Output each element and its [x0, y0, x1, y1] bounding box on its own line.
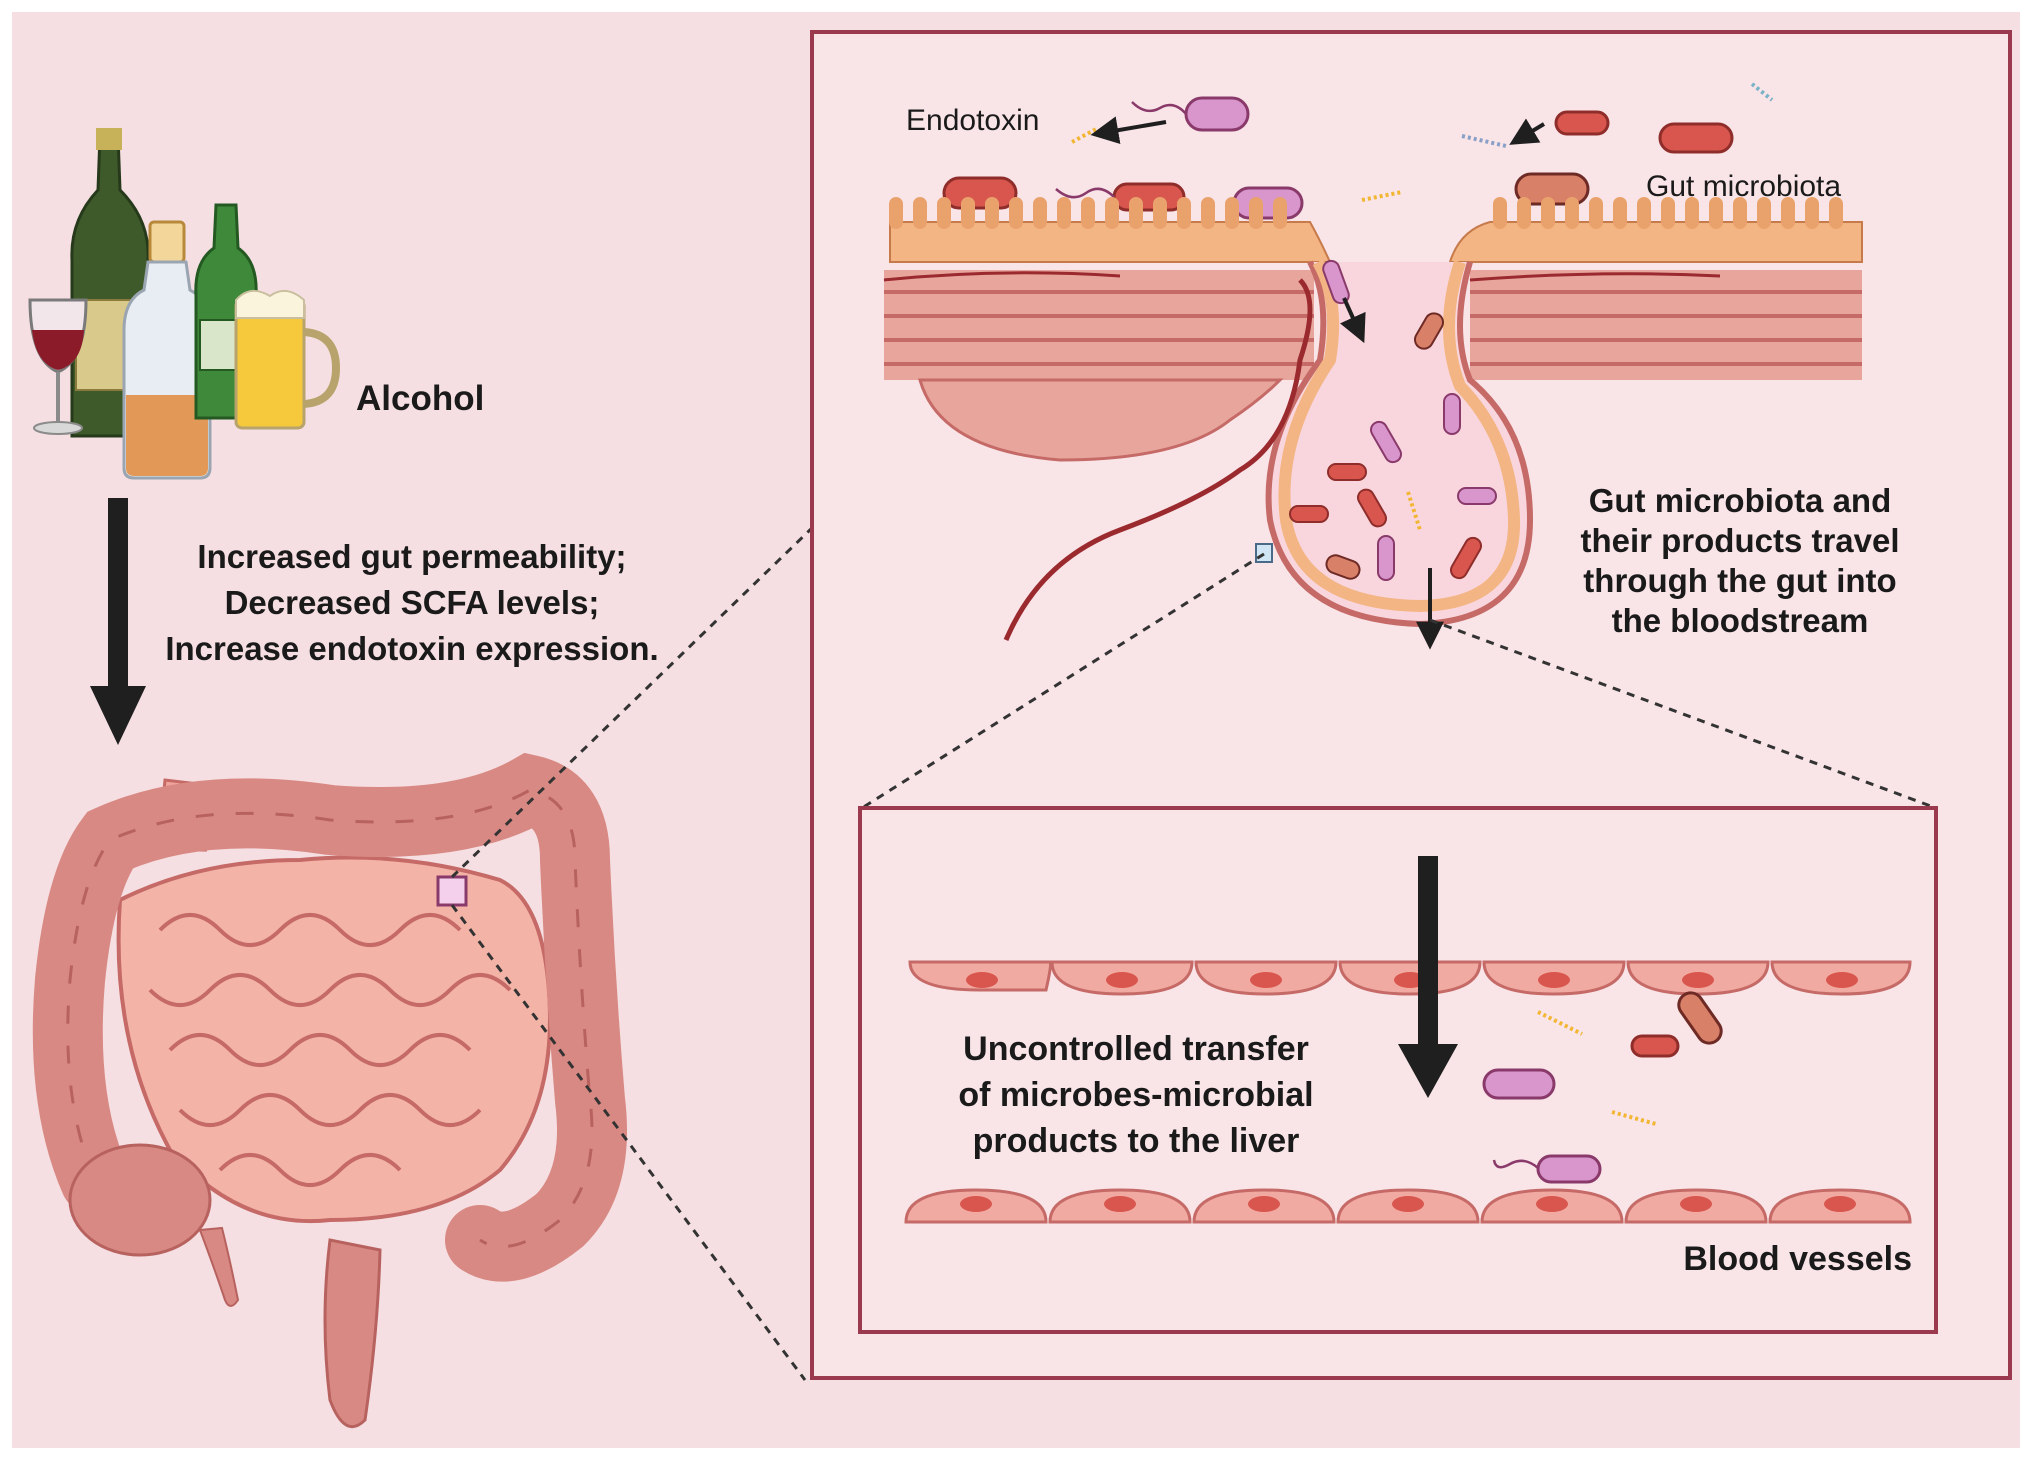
effect-line-3: Increase endotoxin expression. — [165, 630, 658, 667]
gut-microbiota-label: Gut microbiota — [1646, 170, 1841, 203]
arrow-endotoxin — [1090, 116, 1167, 145]
crypt-bacteria-icons — [1255, 259, 1497, 581]
travel-line-2: their products travel — [1580, 522, 1899, 559]
effect-line-2: Decreased SCFA levels; — [225, 584, 600, 621]
alcohol-bottles-glasses-icon — [28, 128, 341, 480]
vessel-down-arrow — [1398, 856, 1458, 1098]
bacteria-icon — [942, 96, 1734, 220]
arrow-microbiota — [1509, 118, 1546, 145]
blood-vessels-label: Blood vessels — [1683, 1240, 1912, 1278]
inner-zoom-line-left — [861, 552, 1265, 810]
zoom-source-box — [436, 875, 468, 907]
transfer-text: Uncontrolled transfer of microbes-microb… — [958, 1030, 1313, 1160]
transfer-line-2: of microbes-microbial — [958, 1076, 1313, 1114]
travel-text: Gut microbiota and their products travel… — [1580, 482, 1899, 639]
alcohol-label: Alcohol — [356, 379, 484, 418]
arrow-crypt — [1340, 297, 1366, 344]
blood-vessel-panel — [858, 806, 1938, 1334]
effects-text: Increased gut permeability; Decreased SC… — [165, 538, 658, 667]
travel-line-4: the bloodstream — [1612, 602, 1869, 639]
transfer-line-1: Uncontrolled transfer — [963, 1030, 1309, 1068]
travel-line-1: Gut microbiota and — [1589, 482, 1892, 519]
endotoxin-label: Endotoxin — [906, 104, 1039, 137]
travel-line-3: through the gut into — [1583, 562, 1896, 599]
gut-wall-section — [883, 197, 1863, 641]
effect-line-1: Increased gut permeability; — [197, 538, 626, 575]
endothelial-cell-icon — [904, 960, 1912, 1224]
transfer-line-3: products to the liver — [973, 1122, 1300, 1160]
big-down-arrow — [90, 498, 146, 745]
vessel-bacteria-icons — [1482, 991, 1723, 1184]
intestine-icon — [32, 752, 627, 1429]
